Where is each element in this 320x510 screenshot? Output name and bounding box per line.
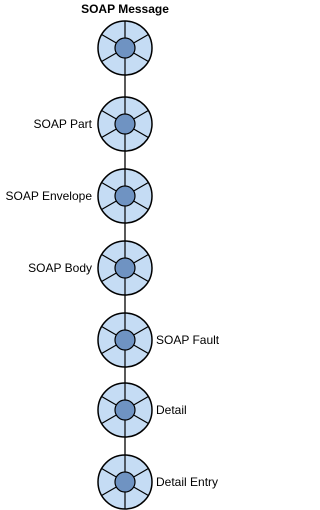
- object-wheel-icon: [97, 312, 153, 368]
- node-label-soap-fault: SOAP Fault: [156, 333, 220, 347]
- object-wheel-icon: [97, 96, 153, 152]
- node-label-soap-envelope: SOAP Envelope: [5, 189, 92, 203]
- object-wheel-icon: [97, 454, 153, 510]
- diagram-title: SOAP Message: [81, 2, 169, 16]
- node-label-detail-entry: Detail Entry: [156, 475, 219, 489]
- object-wheel-icon: [97, 168, 153, 224]
- node-label-soap-body: SOAP Body: [28, 261, 92, 275]
- object-wheel-icon: [97, 382, 153, 438]
- object-wheel-icon: [97, 20, 153, 76]
- hierarchy-graphic: [97, 20, 153, 510]
- node-label-detail: Detail: [156, 403, 187, 417]
- object-wheel-icon: [97, 240, 153, 296]
- node-label-soap-part: SOAP Part: [33, 117, 92, 131]
